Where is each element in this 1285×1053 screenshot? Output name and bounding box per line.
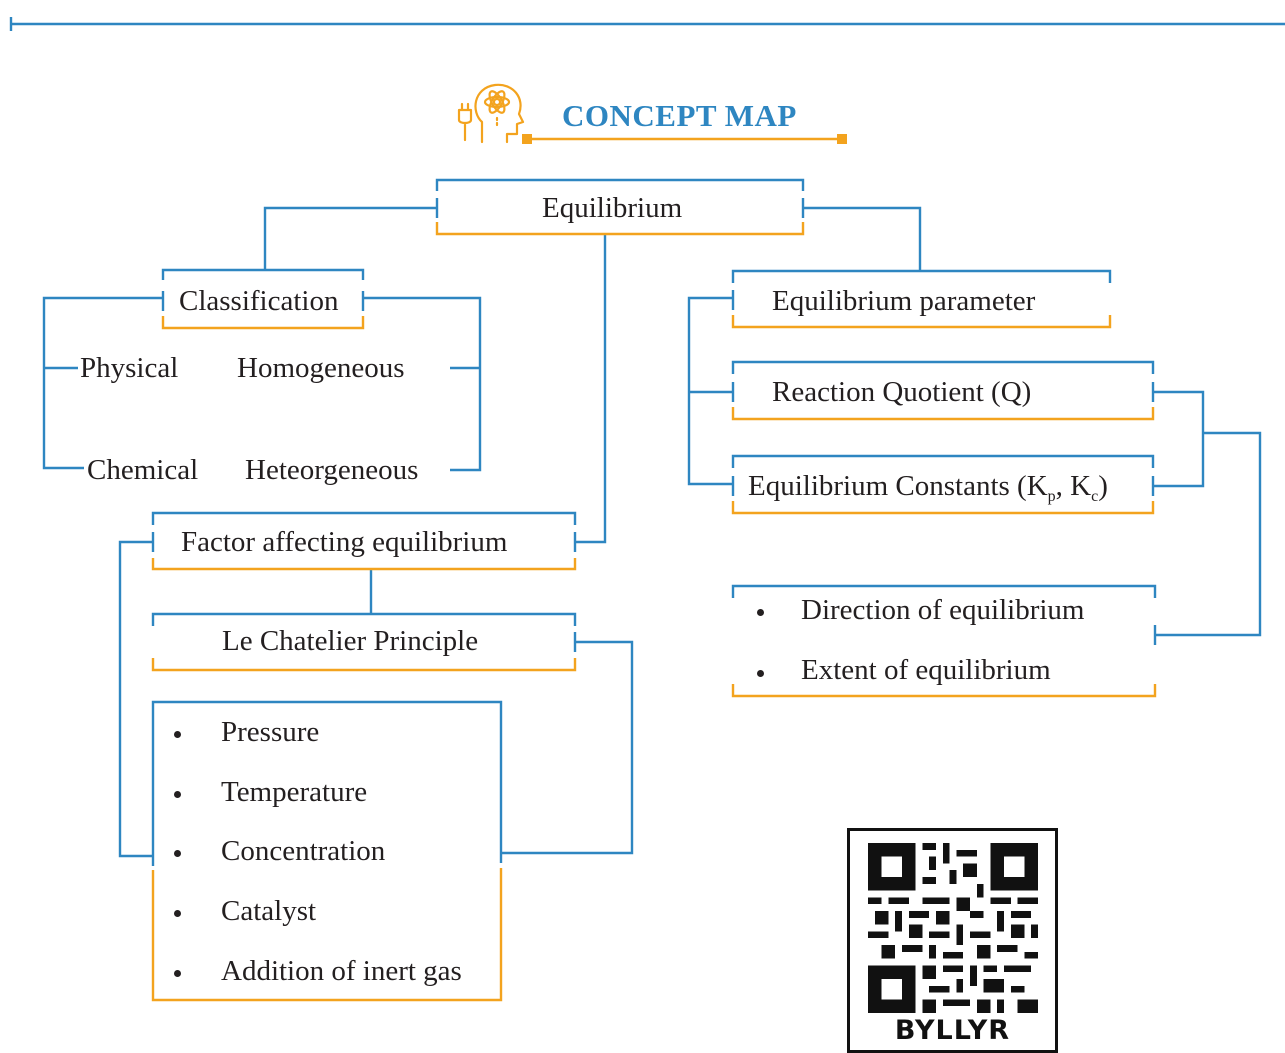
list-item: Extent of equilibrium — [801, 654, 1051, 686]
bullet-icon — [174, 731, 181, 738]
list-item: Addition of inert gas — [221, 955, 462, 987]
bullet-icon — [174, 791, 181, 798]
node-chemical: Chemical — [87, 454, 199, 486]
list-item: Pressure — [221, 716, 320, 748]
brain-idea-icon — [457, 83, 525, 144]
qr-code[interactable]: BYLLYR — [847, 828, 1058, 1053]
node-classification: Classification — [179, 285, 339, 317]
node-reaction-quotient: Reaction Quotient (Q) — [772, 376, 1032, 408]
node-physical: Physical — [80, 352, 179, 384]
node-factor-affecting: Factor affecting equilibrium — [181, 526, 508, 558]
list-item: Direction of equilibrium — [801, 594, 1085, 626]
bullet-icon — [174, 910, 181, 917]
node-le-chatelier: Le Chatelier Principle — [222, 625, 479, 657]
node-equilibrium: Equilibrium — [542, 192, 683, 224]
bullet-icon — [757, 670, 764, 677]
node-equilibrium-parameter: Equilibrium parameter — [772, 285, 1036, 317]
bullet-icon — [174, 850, 181, 857]
qr-code-icon — [868, 843, 1038, 1013]
qr-code-label: BYLLYR — [894, 1015, 1011, 1046]
node-homogeneous: Homogeneous — [237, 352, 405, 384]
list-item: Catalyst — [221, 895, 317, 927]
list-item: Concentration — [221, 835, 386, 867]
node-heterogeneous: Heteorgeneous — [245, 454, 419, 486]
bullet-icon — [174, 970, 181, 977]
node-equilibrium-constants: Equilibrium Constants (Kp, Kc) — [748, 470, 1108, 505]
bullet-icon — [757, 609, 764, 616]
page-title: CONCEPT MAP — [562, 98, 797, 133]
list-item: Temperature — [221, 776, 368, 808]
